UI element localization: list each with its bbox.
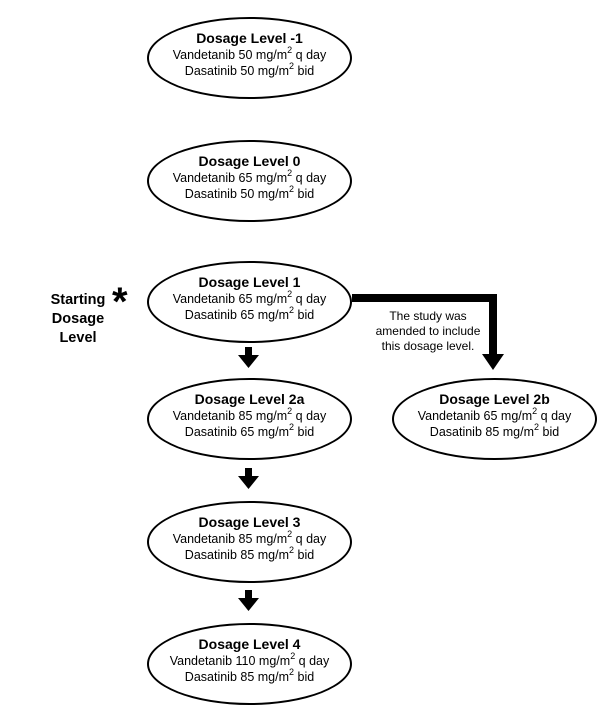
arrow-1-to-2a — [238, 347, 259, 368]
amendment-note-line2: amended to include — [375, 324, 481, 338]
vandetanib-dose: Vandetanib 85 mg/m2 q day — [172, 528, 327, 546]
amendment-note-line3: this dosage level. — [381, 339, 475, 353]
arrow-2a-to-3 — [238, 468, 259, 489]
dosage-level-2b-node: Dosage Level 2b Vandetanib 65 mg/m2 q da… — [392, 378, 597, 460]
dosage-level-2a-node: Dosage Level 2a Vandetanib 85 mg/m2 q da… — [147, 378, 352, 460]
dasatinib-dose: Dasatinib 65 mg/m2 bid — [184, 421, 315, 439]
vandetanib-dose: Vandetanib 65 mg/m2 q day — [417, 405, 572, 423]
asterisk-marker: * — [112, 280, 128, 324]
amendment-note-line1: The study was — [389, 309, 467, 323]
dosage-level-0-node: Dosage Level 0 Vandetanib 65 mg/m2 q day… — [147, 140, 352, 222]
node-title: Dosage Level 4 — [198, 636, 301, 652]
amendment-note: The study was amended to include this do… — [368, 309, 488, 354]
vandetanib-dose: Vandetanib 65 mg/m2 q day — [172, 288, 327, 306]
dasatinib-dose: Dasatinib 85 mg/m2 bid — [429, 421, 560, 439]
node-title: Dosage Level 0 — [198, 153, 301, 169]
dasatinib-dose: Dasatinib 50 mg/m2 bid — [184, 183, 315, 201]
node-title: Dosage Level 2a — [194, 391, 305, 407]
node-title: Dosage Level -1 — [196, 30, 303, 46]
arrow-1-to-2b — [352, 294, 504, 370]
arrow-3-to-4 — [238, 590, 259, 611]
dosage-level-minus1-node: Dosage Level -1 Vandetanib 50 mg/m2 q da… — [147, 17, 352, 99]
dosage-level-1-node: Dosage Level 1 Vandetanib 65 mg/m2 q day… — [147, 261, 352, 343]
vandetanib-dose: Vandetanib 85 mg/m2 q day — [172, 405, 327, 423]
dasatinib-dose: Dasatinib 65 mg/m2 bid — [184, 304, 315, 322]
dosage-level-4-node: Dosage Level 4 Vandetanib 110 mg/m2 q da… — [147, 623, 352, 705]
vandetanib-dose: Vandetanib 110 mg/m2 q day — [169, 650, 330, 668]
node-title: Dosage Level 3 — [198, 514, 301, 530]
starting-dosage-label: Starting Dosage Level — [36, 291, 120, 348]
vandetanib-dose: Vandetanib 50 mg/m2 q day — [172, 44, 327, 62]
node-title: Dosage Level 2b — [439, 391, 550, 407]
dasatinib-dose: Dasatinib 85 mg/m2 bid — [184, 544, 315, 562]
vandetanib-dose: Vandetanib 65 mg/m2 q day — [172, 167, 327, 185]
dasatinib-dose: Dasatinib 85 mg/m2 bid — [184, 666, 315, 684]
dosage-level-3-node: Dosage Level 3 Vandetanib 85 mg/m2 q day… — [147, 501, 352, 583]
node-title: Dosage Level 1 — [198, 274, 301, 290]
starting-label-line2: Dosage Level — [51, 311, 105, 346]
starting-label-line1: Starting — [50, 292, 106, 308]
dasatinib-dose: Dasatinib 50 mg/m2 bid — [184, 60, 315, 78]
